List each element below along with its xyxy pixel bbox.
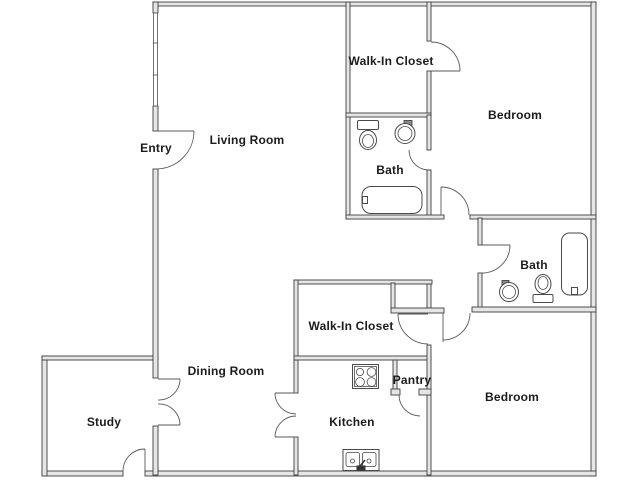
doors xyxy=(122,41,511,472)
toilet-icon xyxy=(357,120,379,150)
walls xyxy=(41,1,597,477)
study-exterior-door-swing xyxy=(122,448,146,472)
room-label-kitchen: Kitchen xyxy=(329,415,374,429)
stove-icon xyxy=(352,364,379,389)
closet2-door-swing xyxy=(397,313,429,345)
toilet-icon xyxy=(532,274,554,303)
entry-door-swing xyxy=(155,130,195,170)
hall-door-swing xyxy=(442,312,471,342)
bathtub-icon xyxy=(361,186,423,214)
room-label-bedroom-2: Bedroom xyxy=(485,390,539,404)
sink-icon xyxy=(499,280,519,302)
bath1-door-swing xyxy=(408,149,430,171)
room-labels: Entry Living Room Walk-In Closet Bedroom… xyxy=(87,54,548,429)
room-label-bath-1: Bath xyxy=(376,163,403,177)
bedroom1-door-swing xyxy=(440,186,470,216)
room-label-bedroom-1: Bedroom xyxy=(488,108,542,122)
bath2-door-swing xyxy=(481,244,511,274)
pantry-door-swing xyxy=(398,394,421,417)
bathtub-icon xyxy=(561,232,588,296)
sink-icon xyxy=(394,120,416,144)
room-label-pantry: Pantry xyxy=(393,373,432,387)
room-label-walk-in-closet-2: Walk-In Closet xyxy=(308,319,393,333)
room-label-bath-2: Bath xyxy=(520,258,547,272)
room-label-living-room: Living Room xyxy=(210,133,285,147)
kitchen-sink-icon xyxy=(342,449,380,471)
room-label-study: Study xyxy=(87,415,121,429)
closet1-door-swing xyxy=(430,41,461,72)
room-label-entry: Entry xyxy=(140,141,172,155)
kitchen-french-doors xyxy=(274,392,297,438)
room-label-dining-room: Dining Room xyxy=(188,364,265,378)
study-french-doors xyxy=(157,378,181,426)
room-label-walk-in-closet-1: Walk-In Closet xyxy=(348,54,433,68)
window-icon xyxy=(152,12,159,107)
